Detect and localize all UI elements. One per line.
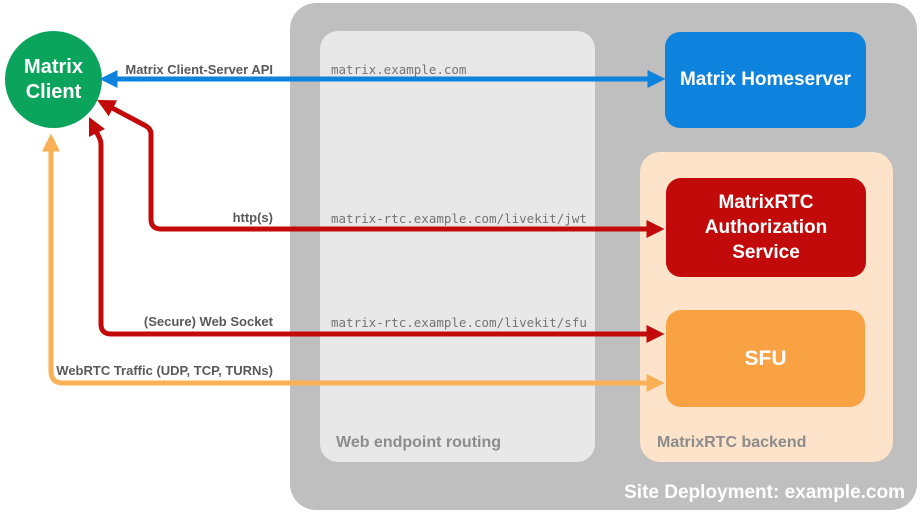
client-server-api-edge-label: Matrix Client-Server API — [125, 62, 273, 77]
matrix-homeserver-label: Matrix Homeserver — [679, 69, 852, 90]
site-deployment-label: Site Deployment: example.com — [624, 482, 905, 503]
matrix-client-node: Matrix Client — [5, 31, 102, 128]
sfu-label: SFU — [744, 346, 787, 370]
web-endpoint-routing-label: Web endpoint routing — [336, 434, 502, 451]
http-edge-label: http(s) — [232, 210, 273, 225]
route-livekit-jwt: matrix-rtc.example.com/livekit/jwt — [331, 211, 587, 226]
websocket-edge-label: (Secure) Web Socket — [143, 314, 273, 329]
webrtc-traffic-edge-label: WebRTC Traffic (UDP, TCP, TURNs) — [56, 363, 273, 378]
matrix-client-label: Matrix Client — [24, 55, 83, 103]
matrixrtc-authorization-service-label: MatrixRTC Authorization Service — [704, 192, 828, 263]
matrix-homeserver-node: Matrix Homeserver — [665, 32, 866, 128]
matrixrtc-authorization-service-node: MatrixRTC Authorization Service — [666, 178, 866, 277]
sfu-node: SFU — [666, 310, 865, 407]
route-matrix-example-com: matrix.example.com — [331, 62, 467, 77]
matrixrtc-backend-label: MatrixRTC backend — [657, 434, 807, 451]
web-endpoint-routing-container — [320, 31, 595, 462]
route-livekit-sfu: matrix-rtc.example.com/livekit/sfu — [331, 315, 587, 330]
